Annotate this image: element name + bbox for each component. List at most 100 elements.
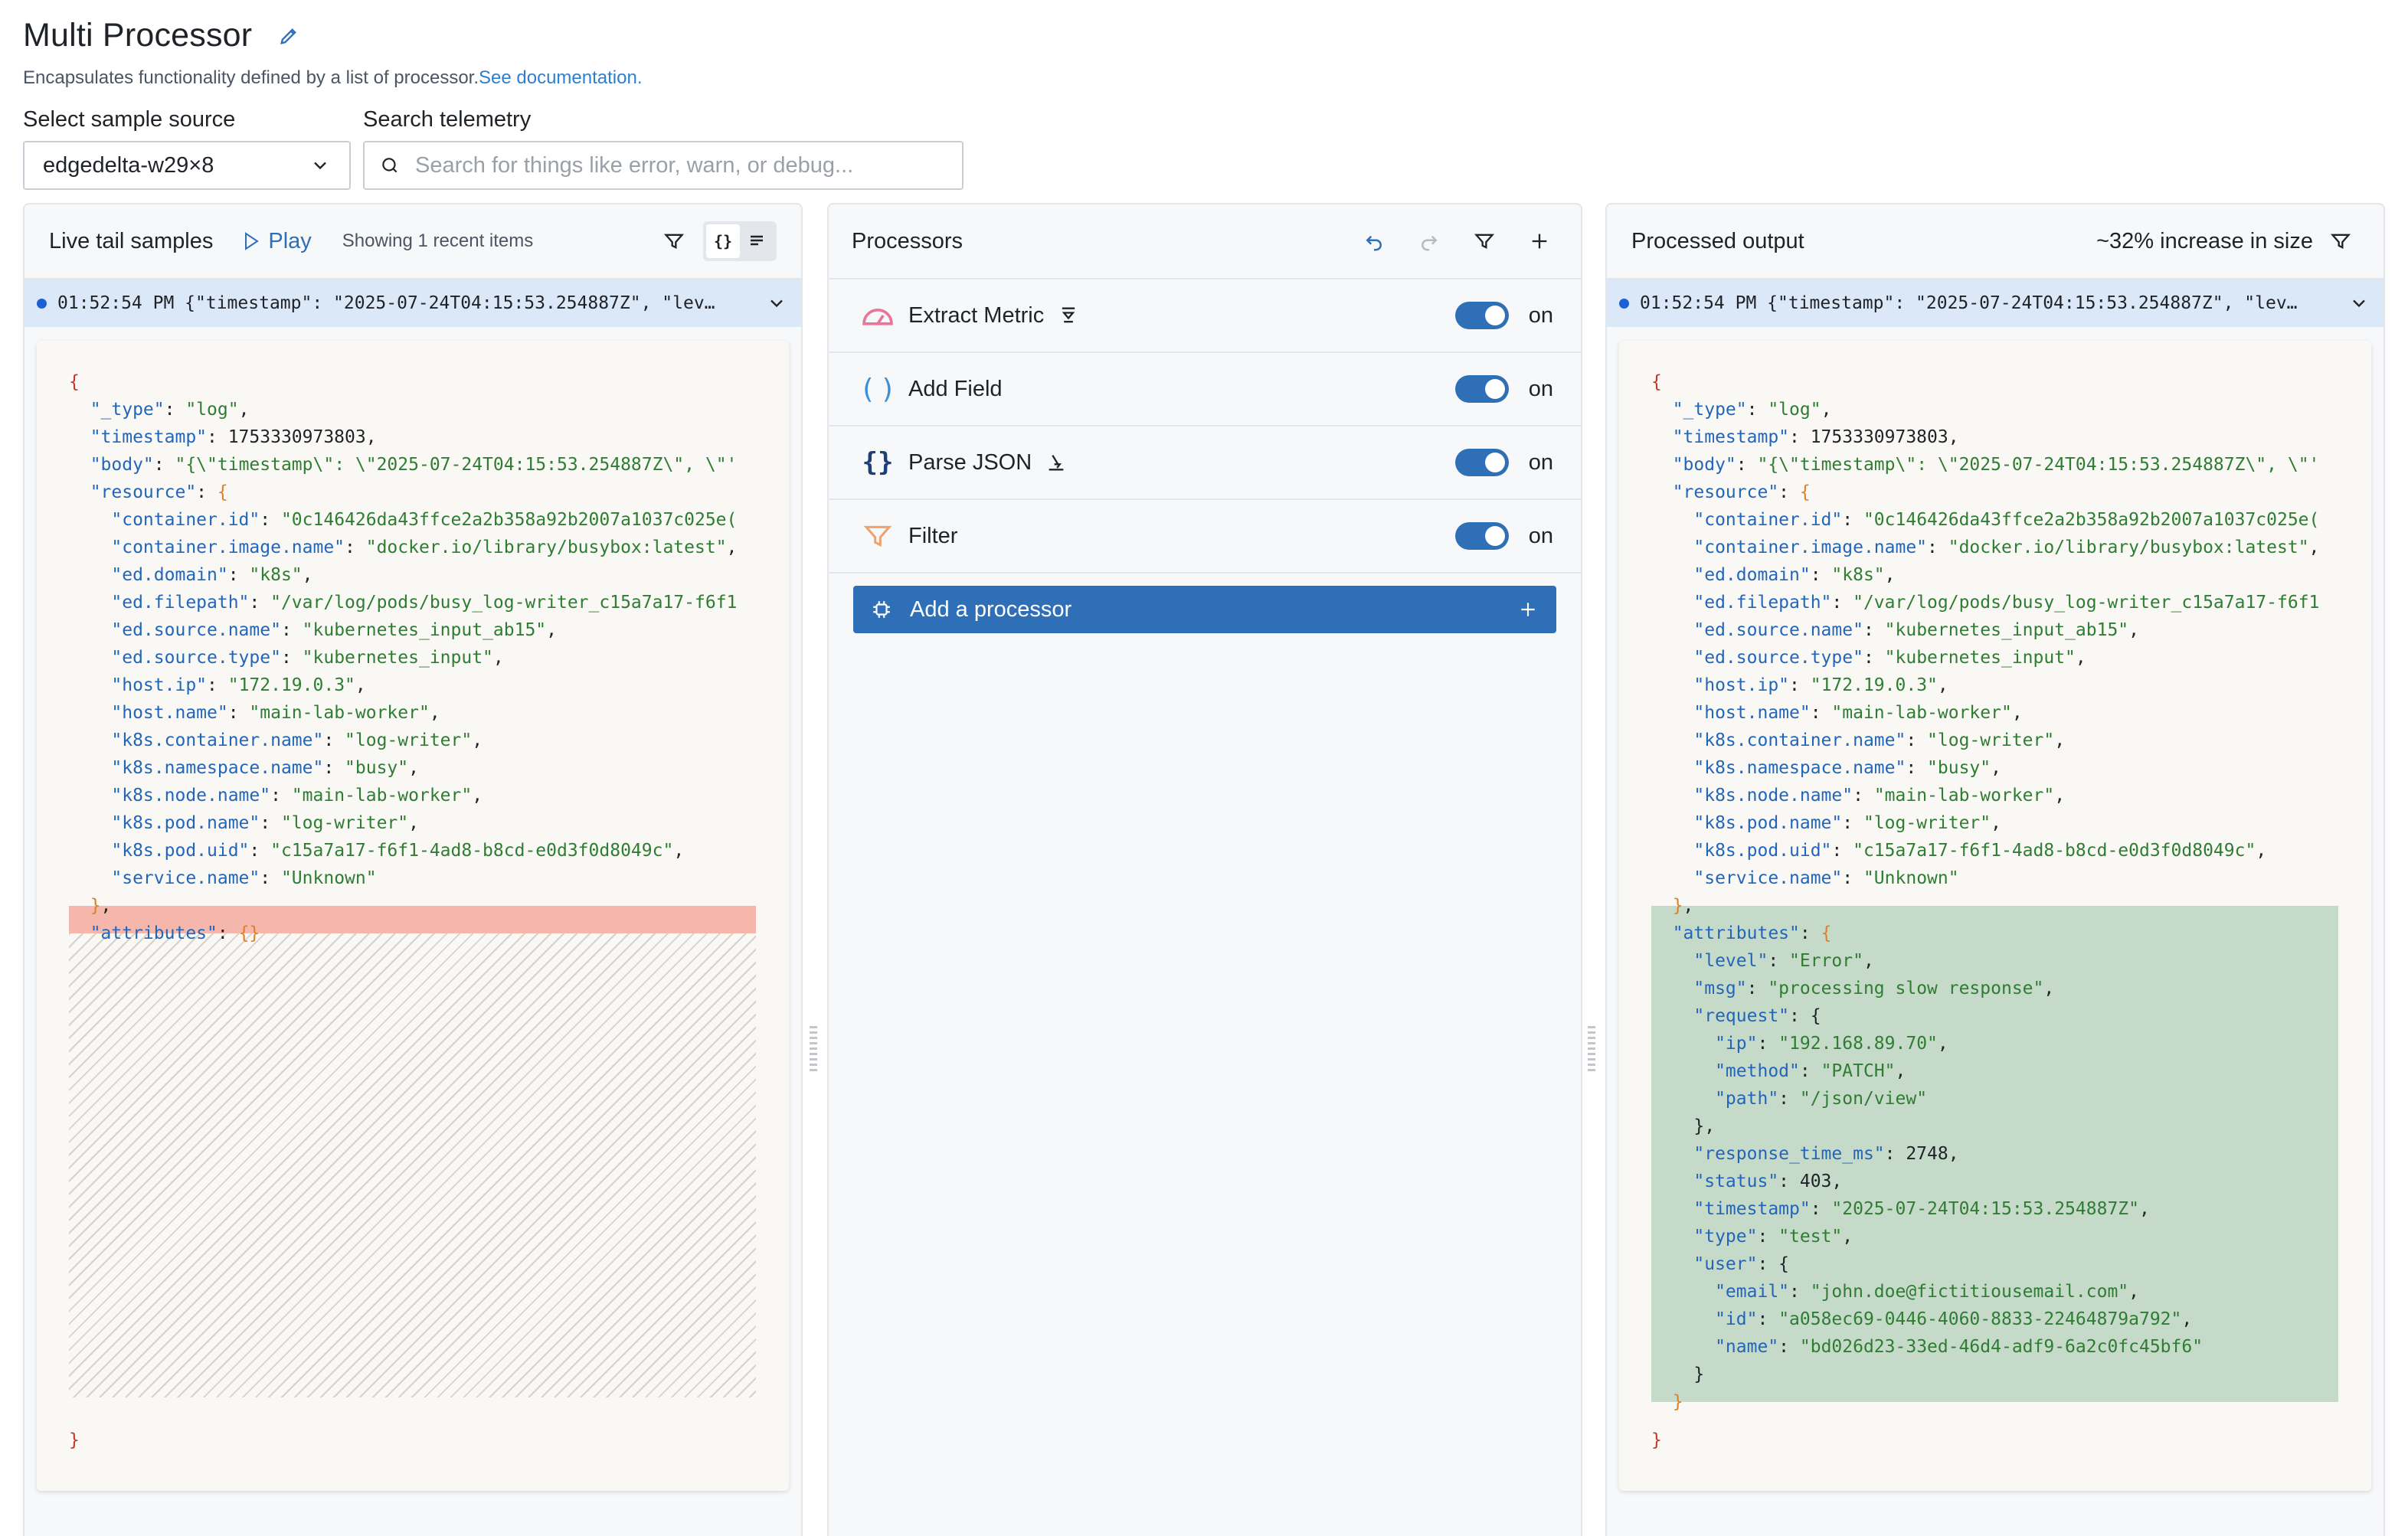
chevron-down-icon[interactable] — [2348, 292, 2370, 314]
chip-icon — [873, 601, 890, 618]
code-line: "timestamp": 1753330973803, — [1651, 427, 1959, 447]
gauge-icon — [862, 309, 893, 325]
code-line: } — [1651, 1364, 1705, 1384]
code-line: "k8s.namespace.name": "busy", — [69, 758, 419, 778]
page-header: Multi Processor — [23, 17, 307, 54]
code-line: "container.id": "0c146426da43ffce2a2b358… — [1651, 510, 2320, 530]
input-code-view: { "_type": "log", "timestamp": 175333097… — [37, 341, 789, 1491]
processor-name: Add Field — [908, 376, 1003, 401]
code-line: "type": "test", — [1651, 1227, 1853, 1247]
code-line: "host.name": "main-lab-worker", — [1651, 703, 2023, 723]
processor-item-add-field[interactable]: ( ) Add Field on — [829, 353, 1581, 426]
code-line: "host.ip": "172.19.0.3", — [69, 675, 366, 695]
code-line: "ed.source.name": "kubernetes_input_ab15… — [69, 620, 558, 640]
code-line: "ed.filepath": "/var/log/pods/busy_log-w… — [69, 593, 738, 613]
code-line: "body": "{\"timestamp\": \"2025-07-24T04… — [1651, 455, 2320, 475]
code-line: }, — [1651, 1116, 1716, 1136]
processor-toggle[interactable] — [1454, 449, 1509, 476]
live-tail-title: Live tail samples — [49, 228, 214, 253]
add-processor-label: Add a processor — [910, 596, 1072, 622]
status-dot — [37, 298, 47, 309]
code-line: "ed.filepath": "/var/log/pods/busy_log-w… — [1651, 593, 2320, 613]
live-tail-header: Live tail samples Play Showing 1 recent … — [25, 204, 801, 279]
sample-row[interactable]: 01:52:54 PM {"timestamp": "2025-07-24T04… — [25, 279, 801, 327]
code-line: "name": "bd026d23-33ed-46d4-adf9-6a2c0fc… — [1651, 1337, 2204, 1357]
code-line: "request": { — [1651, 1006, 1821, 1026]
input-json-closing: } — [69, 1430, 80, 1450]
output-json: { "_type": "log", "timestamp": 175333097… — [1651, 368, 2341, 1416]
code-line: "timestamp": 1753330973803, — [69, 427, 377, 447]
code-line: { — [69, 372, 80, 392]
add-processor-button[interactable]: Add a processor — [853, 586, 1556, 633]
code-line: "container.image.name": "docker.io/libra… — [1651, 538, 2320, 557]
code-line: }, — [69, 896, 112, 916]
play-label: Play — [268, 228, 312, 253]
code-line: "status": 403, — [1651, 1172, 1843, 1191]
search-input[interactable]: Search for things like error, warn, or d… — [363, 141, 964, 190]
funnel-icon[interactable] — [2322, 223, 2359, 260]
added-block-highlight — [1651, 906, 2338, 1402]
size-delta: ~32% increase in size — [2096, 228, 2313, 253]
processor-item-filter[interactable]: Filter on — [829, 500, 1581, 574]
code-line: "resource": { — [69, 482, 228, 502]
funnel-icon — [863, 525, 892, 547]
text-view-lines-icon[interactable] — [740, 224, 774, 258]
code-line: "host.ip": "172.19.0.3", — [1651, 675, 1948, 695]
code-line: "level": "Error", — [1651, 951, 1874, 971]
toggle-state: on — [1528, 449, 1553, 475]
code-line: "ed.source.type": "kubernetes_input", — [1651, 648, 2086, 668]
code-line: "ed.source.name": "kubernetes_input_ab15… — [1651, 620, 2140, 640]
search-icon — [382, 158, 398, 173]
processor-toggle[interactable] — [1454, 375, 1509, 403]
filter-button[interactable] — [656, 223, 692, 260]
removed-line-highlight — [69, 906, 756, 933]
redo-icon[interactable] — [1411, 223, 1448, 260]
processor-toggle[interactable] — [1454, 522, 1509, 550]
funnel-icon[interactable] — [1466, 223, 1503, 260]
edit-pencil-icon[interactable] — [270, 18, 307, 54]
plus-icon[interactable] — [1521, 223, 1558, 260]
braces-icon: {} — [862, 447, 894, 478]
play-button[interactable]: Play — [242, 228, 312, 254]
code-line: "timestamp": "2025-07-24T04:15:53.254887… — [1651, 1199, 2150, 1219]
code-line: "path": "/json/view" — [1651, 1089, 1928, 1109]
toggle-state: on — [1528, 523, 1553, 548]
json-view-braces-icon[interactable]: {} — [706, 224, 740, 258]
code-line: "k8s.pod.name": "log-writer", — [69, 813, 419, 833]
sample-row-text: 01:52:54 PM {"timestamp": "2025-07-24T04… — [57, 293, 715, 313]
showing-count: Showing 1 recent items — [342, 230, 534, 251]
sample-source-select[interactable]: edgedelta-w29×8 — [23, 141, 351, 190]
code-line: "resource": { — [1651, 482, 1811, 502]
resize-handle-right[interactable] — [1588, 1026, 1595, 1072]
processor-toggle[interactable] — [1454, 302, 1509, 329]
sample-row[interactable]: 01:52:54 PM {"timestamp": "2025-07-24T04… — [1607, 279, 2383, 327]
code-line: "k8s.container.name": "log-writer", — [1651, 730, 2066, 750]
code-line: "ed.domain": "k8s", — [1651, 565, 1896, 585]
output-title: Processed output — [1631, 228, 1804, 253]
processor-item-extract-metric[interactable]: Extract Metric on — [829, 279, 1581, 353]
processors-title: Processors — [852, 228, 964, 253]
parse-arrow-icon — [1049, 455, 1064, 471]
play-icon — [245, 232, 260, 250]
code-line: "k8s.pod.uid": "c15a7a17-f6f1-4ad8-b8cd-… — [69, 841, 685, 861]
processor-name: Parse JSON — [908, 449, 1032, 475]
status-dot — [1619, 298, 1629, 309]
processor-item-parse-json[interactable]: {} Parse JSON on — [829, 426, 1581, 500]
code-line: "ed.domain": "k8s", — [69, 565, 313, 585]
resize-handle-left[interactable] — [810, 1026, 817, 1072]
code-line: }, — [1651, 896, 1694, 916]
view-toggle: {} — [703, 221, 777, 261]
processor-name: Extract Metric — [908, 302, 1045, 328]
code-line: "_type": "log", — [1651, 400, 1832, 420]
code-line: "host.name": "main-lab-worker", — [69, 703, 440, 723]
code-line: "ed.source.type": "kubernetes_input", — [69, 648, 504, 668]
sample-source-value: edgedelta-w29×8 — [43, 152, 214, 178]
documentation-link[interactable]: See documentation. — [479, 67, 643, 88]
processor-name: Filter — [908, 523, 958, 548]
chevron-down-icon[interactable] — [766, 292, 787, 314]
processors-header: Processors — [829, 204, 1581, 279]
page-title: Multi Processor — [23, 17, 253, 54]
code-line: "id": "a058ec69-0446-4060-8833-22464879a… — [1651, 1309, 2193, 1329]
code-line: "body": "{\"timestamp\": \"2025-07-24T04… — [69, 455, 738, 475]
undo-icon[interactable] — [1356, 223, 1392, 260]
